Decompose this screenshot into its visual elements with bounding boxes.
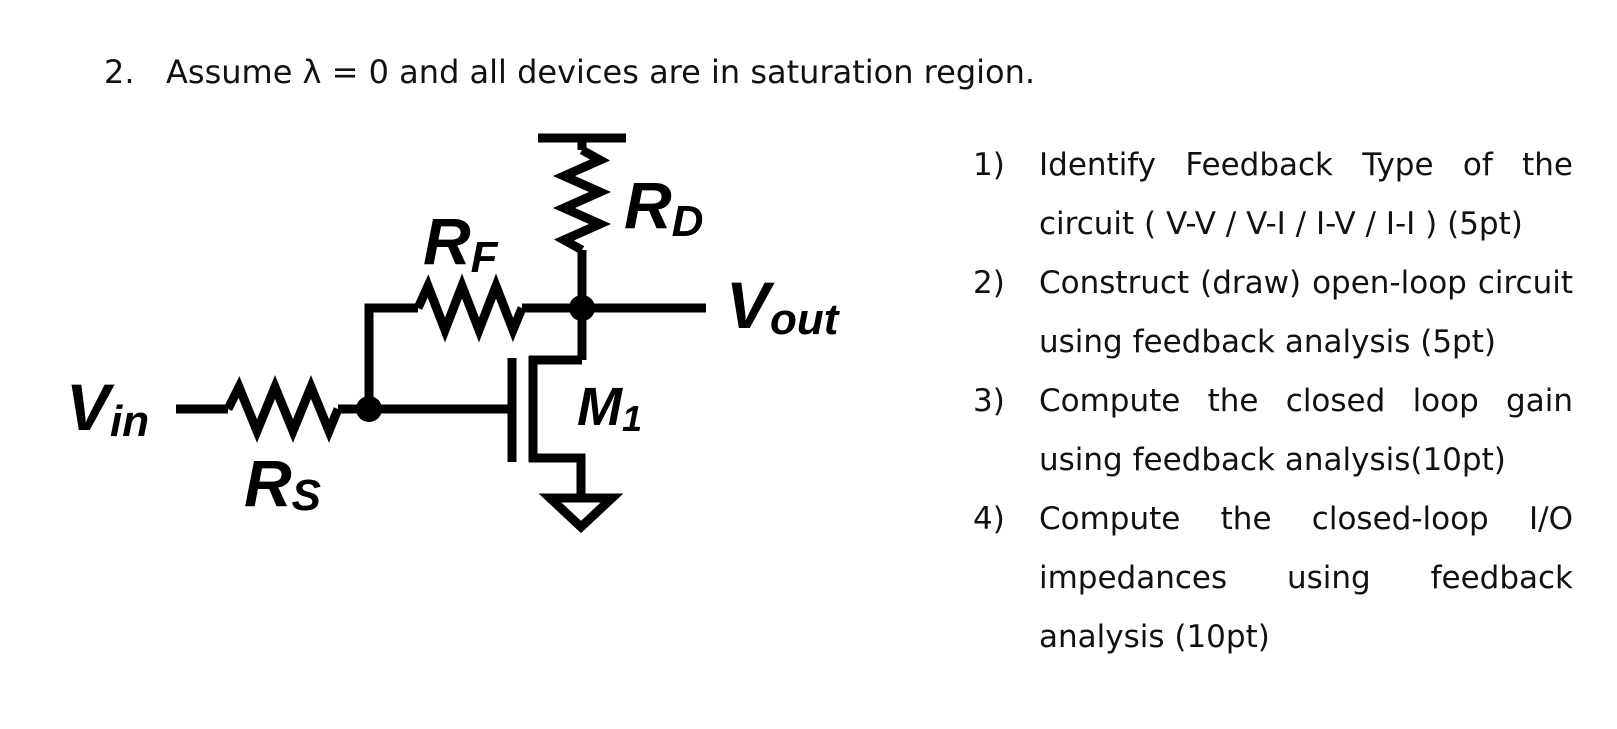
problem-text: Assume λ = 0 and all devices are in satu…: [166, 53, 1036, 91]
question-text: Compute the closed loop gain using feedb…: [1039, 383, 1573, 478]
ground-icon: [538, 493, 624, 534]
vin-label: Vin: [66, 370, 149, 446]
question-item-1: 1) Identify Feedback Type of the circuit…: [973, 136, 1573, 254]
rf-left-wire: [364, 303, 418, 409]
question-number: 2): [973, 265, 1005, 301]
rs-label: RS: [244, 446, 321, 520]
question-text: Compute the closed-loop I/O impedances u…: [1039, 501, 1573, 655]
question-item-4: 4) Compute the closed-loop I/O impedance…: [973, 490, 1573, 667]
rd-resistor: [552, 146, 612, 254]
question-number: 4): [973, 501, 1005, 537]
rf-resistor: [413, 273, 527, 343]
rs-resistor: [223, 375, 343, 443]
question-number: 1): [973, 147, 1005, 183]
problem-number: 2.: [104, 53, 135, 91]
rd-label: RD: [624, 168, 703, 246]
question-list: 1) Identify Feedback Type of the circuit…: [973, 136, 1573, 667]
vout-label: Vout: [726, 268, 841, 344]
question-item-3: 3) Compute the closed loop gain using fe…: [973, 372, 1573, 490]
question-number: 3): [973, 383, 1005, 419]
problem-statement: 2. Assume λ = 0 and all devices are in sa…: [104, 50, 1035, 94]
m1-label: M1: [577, 377, 642, 439]
question-item-2: 2) Construct (draw) open-loop circuit us…: [973, 254, 1573, 372]
question-text: Construct (draw) open-loop circuit using…: [1039, 265, 1573, 360]
m1-source-lead: [529, 453, 586, 497]
rf-label: RF: [423, 204, 499, 282]
question-text: Identify Feedback Type of the circuit ( …: [1039, 147, 1573, 242]
circuit-schematic: RD RF RS Vin Vout M1: [66, 133, 841, 534]
